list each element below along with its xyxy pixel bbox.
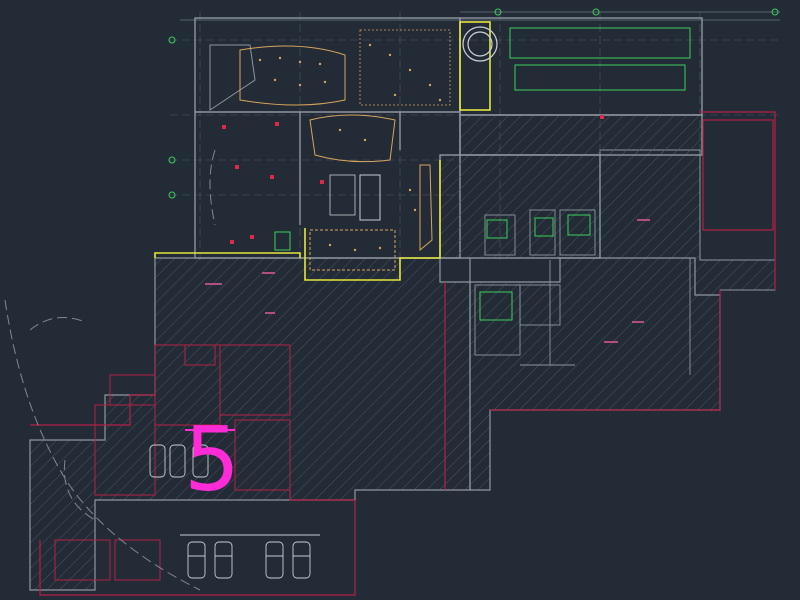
pink-labels [205, 219, 650, 343]
circle-marker-icon [168, 191, 176, 199]
driveway-curves [4, 149, 216, 591]
green-fixtures [274, 27, 691, 321]
circle-marker-icon [168, 156, 176, 164]
car-icon [192, 444, 209, 478]
upper-building [194, 17, 703, 259]
red-boundary [30, 111, 776, 596]
yellow-outline [154, 21, 491, 281]
dimension-line-top [180, 11, 780, 21]
car-icon [265, 541, 284, 579]
sheet-number-label: 5 [184, 408, 240, 511]
equipment-dots [258, 43, 442, 252]
tenant-rooms [54, 344, 291, 581]
car-icon [169, 444, 186, 478]
red-markers [222, 115, 604, 244]
interior-walls-lower [474, 165, 691, 375]
tank-icon [462, 26, 498, 62]
hatched-lower-level [29, 149, 776, 591]
car-icon [292, 541, 311, 579]
car-icon [149, 444, 166, 478]
grid-bubbles [168, 8, 779, 199]
circle-marker-icon [168, 36, 176, 44]
parking-stalls [149, 444, 320, 579]
car-icon [187, 541, 206, 579]
equipment-upper-left [209, 29, 451, 271]
circle-marker-icon [494, 8, 502, 16]
circle-marker-icon [592, 8, 600, 16]
car-icon [214, 541, 233, 579]
circle-marker-icon [771, 8, 779, 16]
